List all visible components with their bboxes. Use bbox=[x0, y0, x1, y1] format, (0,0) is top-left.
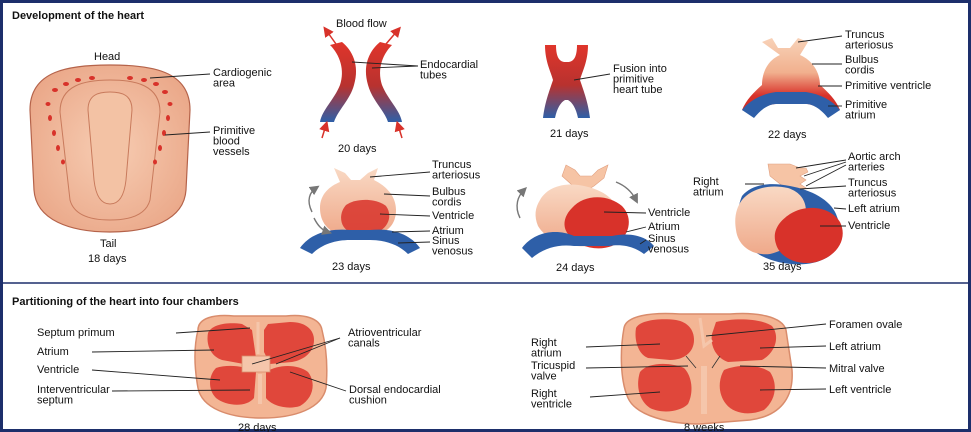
stage22-ventricle-label: Primitive ventricle bbox=[845, 80, 931, 92]
stage28-age-label: 28 days bbox=[238, 422, 277, 432]
stage28-atrium-label: Atrium bbox=[37, 346, 69, 358]
stage22-age-label: 22 days bbox=[768, 129, 807, 141]
heart-23-days bbox=[300, 168, 430, 254]
heart-24-days bbox=[517, 165, 654, 258]
heart-21-days bbox=[543, 45, 610, 118]
heart-28-days bbox=[92, 316, 346, 418]
stage20-age-label: 20 days bbox=[338, 143, 377, 155]
heart-22-days bbox=[742, 36, 842, 118]
stage35-age-label: 35 days bbox=[763, 261, 802, 273]
stage35-left-atrium-label: Left atrium bbox=[848, 203, 900, 215]
development-title: Development of the heart bbox=[12, 10, 144, 22]
stage28-ventricle-label: Ventricle bbox=[37, 364, 79, 376]
stage23-ventricle-label: Ventricle bbox=[432, 210, 474, 222]
stage8w-left-ventricle-label: Left ventricle bbox=[829, 384, 891, 396]
heart-20-days bbox=[320, 30, 418, 138]
embryo-tail-label: Tail bbox=[100, 238, 117, 250]
stage24-age-label: 24 days bbox=[556, 262, 595, 274]
embryo-head-label: Head bbox=[94, 51, 120, 63]
stage23-age-label: 23 days bbox=[332, 261, 371, 273]
blood-flow-label: Blood flow bbox=[336, 18, 387, 30]
stage24-atrium-label: Atrium bbox=[648, 221, 680, 233]
heart-8-weeks bbox=[586, 314, 826, 424]
partitioning-title: Partitioning of the heart into four cham… bbox=[12, 296, 239, 308]
heart-35-days bbox=[735, 160, 846, 264]
mitral-valve-label: Mitral valve bbox=[829, 363, 885, 375]
embryo-18-days bbox=[30, 65, 210, 232]
stage21-age-label: 21 days bbox=[550, 128, 589, 140]
foramen-ovale-label: Foramen ovale bbox=[829, 319, 902, 331]
septum-primum-label: Septum primum bbox=[37, 327, 115, 339]
stage8w-left-atrium-label: Left atrium bbox=[829, 341, 881, 353]
embryo-age-label: 18 days bbox=[88, 253, 127, 265]
stage35-ventricle-label: Ventricle bbox=[848, 220, 890, 232]
stage8w-age-label: 8 weeks bbox=[684, 422, 725, 432]
stage24-ventricle-label: Ventricle bbox=[648, 207, 690, 219]
